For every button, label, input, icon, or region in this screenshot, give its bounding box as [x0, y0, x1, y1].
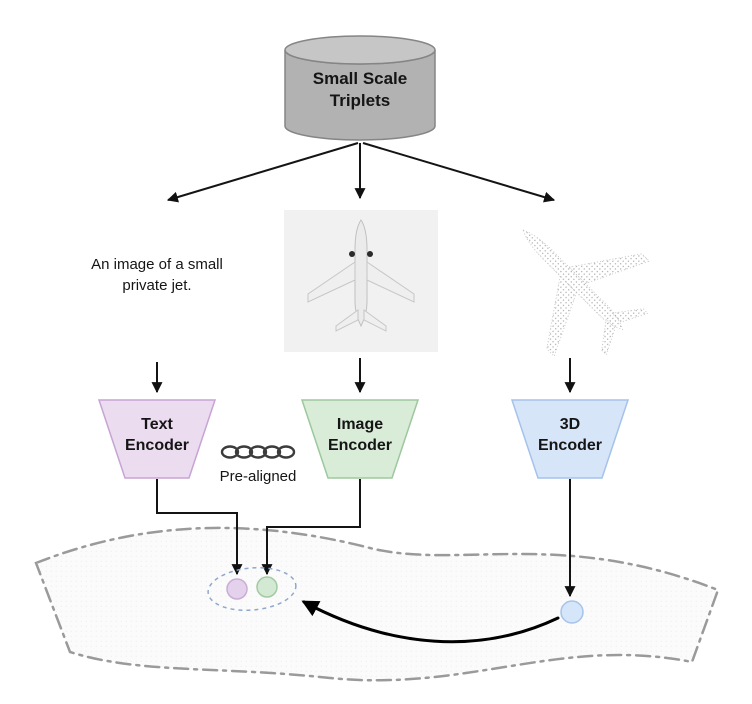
prealigned-label: Pre-aligned — [219, 468, 297, 485]
image-encoder-label: Image Encoder — [327, 416, 392, 454]
dataset-label: Small Scale Triplets — [312, 69, 408, 110]
engine-dot-right — [367, 251, 373, 257]
embedding-space-surface — [34, 526, 720, 682]
text-sample-caption: An image of a small private jet. — [91, 256, 223, 294]
3d-encoder-label: 3D Encoder — [537, 416, 602, 454]
text-embedding-dot — [226, 578, 248, 600]
arrow-to-text — [166, 142, 359, 203]
image-encoder-shape — [300, 399, 420, 479]
connector-image-embedding — [261, 479, 361, 576]
text-encoder-shape — [97, 399, 217, 479]
arrow-to-3d — [362, 142, 556, 203]
text-encoder-label: Text Encoder — [124, 416, 189, 454]
alignment-ellipse — [207, 566, 297, 612]
image-sample — [284, 210, 438, 352]
connector-text-embedding — [156, 479, 243, 576]
3d-encoder-shape — [510, 399, 630, 479]
airplane-image — [307, 219, 415, 332]
triplets-cylinder — [284, 35, 436, 141]
3d-embedding-dot — [560, 600, 584, 624]
alignment-arrow — [301, 600, 560, 644]
chain-icon — [220, 445, 296, 459]
pointcloud-sample — [522, 229, 651, 358]
engine-dot-left — [349, 251, 355, 257]
image-embedding-dot — [256, 576, 278, 598]
